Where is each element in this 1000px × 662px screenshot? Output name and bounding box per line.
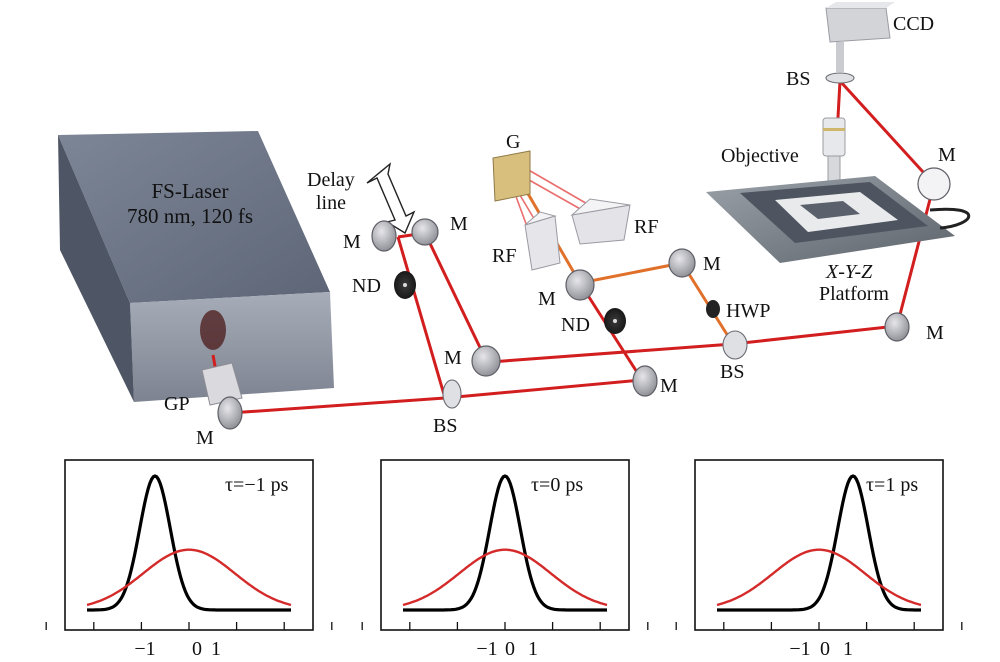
ccd-camera bbox=[825, 2, 895, 72]
panel-1-tick-neg1: −1 bbox=[134, 638, 155, 660]
bs-label-right: BS bbox=[720, 361, 744, 383]
panel-3-annotation: τ=1 ps bbox=[866, 474, 918, 496]
mirror-platform-base bbox=[884, 312, 910, 342]
mirror-gp bbox=[217, 396, 243, 430]
mirror-lower-right bbox=[632, 365, 658, 397]
nd-filter-1 bbox=[394, 271, 416, 299]
bs-right bbox=[722, 330, 748, 360]
bs-label-lower: BS bbox=[433, 415, 457, 437]
pulse-panel-2: τ=0 ps −1 0 1 bbox=[361, 459, 649, 660]
laser-spec: 780 nm, 120 fs bbox=[127, 204, 253, 228]
objective-lens bbox=[822, 117, 846, 185]
grating-label: G bbox=[506, 131, 520, 153]
mirror-delay-2 bbox=[411, 218, 439, 246]
m-label-gp: M bbox=[196, 427, 214, 449]
rf-label-1: RF bbox=[492, 245, 516, 267]
panel-1-annotation: τ=−1 ps bbox=[225, 474, 289, 496]
panel-3-frame bbox=[694, 459, 944, 631]
mirror-objective-side bbox=[917, 167, 951, 201]
bs-top bbox=[825, 72, 855, 84]
retroreflector-1 bbox=[524, 211, 561, 271]
platform-axes-label: X-Y-Z bbox=[825, 261, 873, 283]
panel-2-narrow-pulse-line bbox=[403, 474, 607, 612]
panel-3-tick-neg1: −1 bbox=[789, 638, 810, 660]
fs-laser-box: FS-Laser 780 nm, 120 fs bbox=[58, 131, 334, 402]
panel-3-tick-0: 0 bbox=[820, 638, 830, 660]
rf-label-2: RF bbox=[634, 216, 658, 238]
panel-3-narrow-pulse-line bbox=[717, 474, 921, 612]
panel-2-tick-1: 1 bbox=[528, 638, 538, 660]
glan-prism bbox=[201, 362, 243, 406]
panel-3-tick-1: 1 bbox=[843, 638, 853, 660]
m-label-lower-right: M bbox=[660, 375, 678, 397]
objective-label: Objective bbox=[721, 145, 799, 167]
mirror-center bbox=[471, 345, 501, 377]
m-label-center: M bbox=[444, 347, 462, 369]
mirror-grating-arm bbox=[565, 269, 595, 301]
bs-label-top: BS bbox=[786, 68, 810, 90]
xyz-platform bbox=[706, 176, 970, 263]
delay-label-1: Delay bbox=[307, 169, 355, 191]
panel-1-tick-1: 1 bbox=[211, 638, 221, 660]
delay-line-arrow-icon[interactable] bbox=[366, 162, 416, 235]
nd-label-1: ND bbox=[352, 275, 381, 297]
hwp bbox=[706, 300, 720, 318]
ccd-label: CCD bbox=[893, 13, 934, 35]
panel-1-narrow-pulse-line bbox=[87, 474, 291, 612]
m-label-upper-right: M bbox=[703, 253, 721, 275]
hwp-label: HWP bbox=[726, 300, 770, 322]
platform-label: Platform bbox=[819, 283, 889, 305]
m-label-objective-side: M bbox=[938, 144, 956, 166]
m-label-platform-base: M bbox=[926, 322, 944, 344]
laser-title: FS-Laser bbox=[152, 179, 229, 203]
panel-1-plot bbox=[45, 474, 333, 630]
delay-label-2: line bbox=[316, 192, 346, 214]
panel-2-tick-neg1: −1 bbox=[476, 638, 497, 660]
mirror-upper-right bbox=[668, 248, 696, 278]
m-label-delay-1: M bbox=[343, 231, 361, 253]
m-label-grating-arm: M bbox=[538, 288, 556, 310]
panel-3-plot bbox=[675, 474, 963, 630]
panel-1-chirped-pulse-line bbox=[86, 548, 292, 607]
mirror-delay-1 bbox=[371, 220, 397, 252]
panel-1-frame bbox=[64, 459, 314, 631]
m-label-delay-2: M bbox=[450, 213, 468, 235]
retroreflector-2 bbox=[570, 198, 631, 245]
panel-2-tick-0: 0 bbox=[505, 638, 515, 660]
bs-lower bbox=[442, 379, 462, 409]
gp-label: GP bbox=[164, 393, 190, 415]
panel-3-chirped-pulse-line bbox=[716, 548, 922, 607]
grating bbox=[492, 150, 531, 202]
panel-2-plot bbox=[361, 474, 649, 630]
panel-1-tick-0: 0 bbox=[192, 638, 202, 660]
panel-2-frame bbox=[380, 459, 630, 631]
panel-2-chirped-pulse-line bbox=[402, 548, 608, 607]
pulse-panel-3: τ=1 ps −1 0 1 bbox=[675, 459, 963, 660]
panel-2-annotation: τ=0 ps bbox=[531, 474, 583, 496]
pulse-panel-1: τ=−1 ps −1 0 1 bbox=[45, 459, 333, 660]
nd-label-2: ND bbox=[561, 314, 590, 336]
nd-filter-2 bbox=[604, 308, 626, 334]
